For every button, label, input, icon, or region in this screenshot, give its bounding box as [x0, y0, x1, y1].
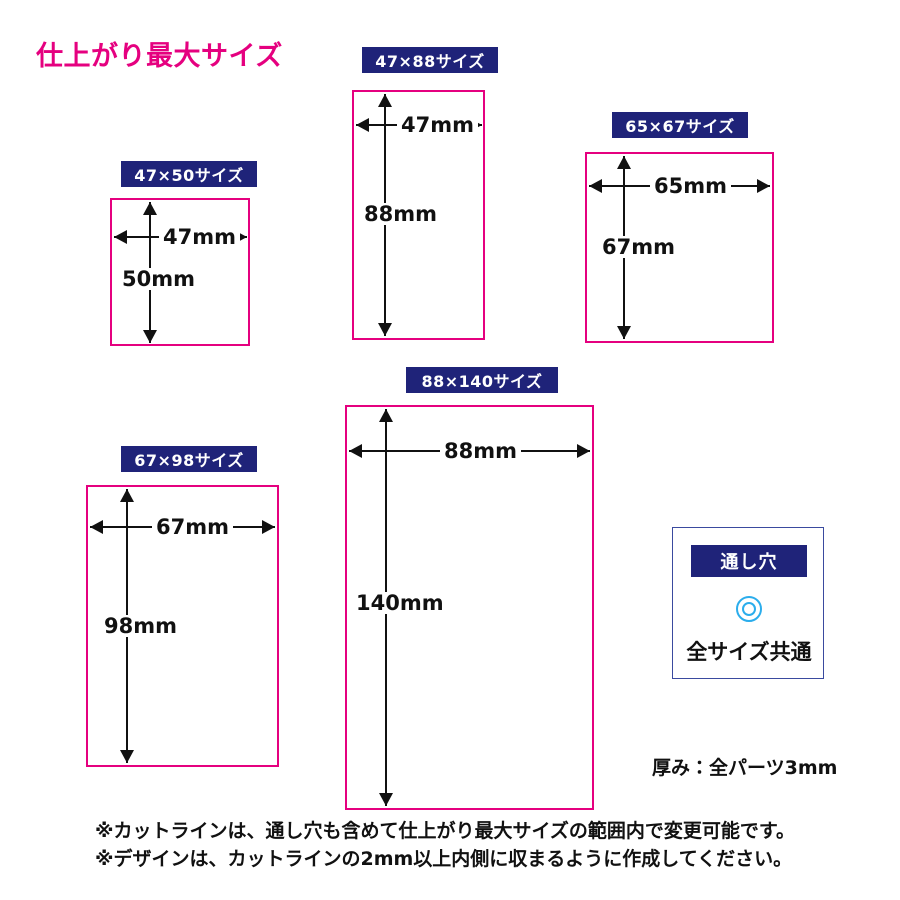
dimension-label-height-67x98: 98mm: [100, 615, 181, 637]
arrow-head-up-icon: [617, 156, 631, 169]
dimension-label-width-47x50: 47mm: [159, 226, 240, 248]
arrow-head-up-icon: [378, 94, 392, 107]
dimension-label-height-88x140: 140mm: [352, 592, 448, 614]
through-hole-icon: [734, 594, 764, 624]
dimension-label-width-88x140: 88mm: [440, 440, 521, 462]
arrow-head-down-icon: [120, 750, 134, 763]
dimension-label-width-47x88: 47mm: [397, 114, 478, 136]
arrow-head-down-icon: [143, 330, 157, 343]
arrow-head-left-icon: [349, 444, 362, 458]
size-badge-47x50: 47×50サイズ: [121, 161, 257, 187]
dimension-label-width-65x67: 65mm: [650, 175, 731, 197]
arrow-head-down-icon: [379, 793, 393, 806]
arrow-head-right-icon: [757, 179, 770, 193]
dimension-label-width-67x98: 67mm: [152, 516, 233, 538]
size-badge-65x67: 65×67サイズ: [612, 112, 748, 138]
thickness-note: 厚み：全パーツ3mm: [652, 757, 838, 779]
arrow-head-right-icon: [262, 520, 275, 534]
size-badge-88x140: 88×140サイズ: [406, 367, 558, 393]
footnote-line-2: ※デザインは、カットラインの2mm以上内側に収まるように作成してください。: [95, 847, 793, 870]
page-title: 仕上がり最大サイズ: [36, 41, 283, 72]
footnotes: ※カットラインは、通し穴も含めて仕上がり最大サイズの範囲内で変更可能です。 ※デ…: [95, 818, 795, 873]
arrow-head-left-icon: [589, 179, 602, 193]
arrow-head-left-icon: [114, 230, 127, 244]
arrow-head-down-icon: [617, 326, 631, 339]
through-hole-caption: 全サイズ共通: [686, 640, 812, 664]
through-hole-badge: 通し穴: [691, 545, 807, 577]
dimension-label-height-65x67: 67mm: [598, 236, 679, 258]
footnote-line-1: ※カットラインは、通し穴も含めて仕上がり最大サイズの範囲内で変更可能です。: [95, 820, 796, 842]
arrow-head-left-icon: [90, 520, 103, 534]
arrow-head-left-icon: [356, 118, 369, 132]
size-badge-67x98: 67×98サイズ: [121, 446, 257, 472]
arrow-head-up-icon: [143, 202, 157, 215]
arrow-head-up-icon: [120, 489, 134, 502]
through-hole-card: 通し穴 全サイズ共通: [672, 527, 824, 679]
arrow-head-right-icon: [577, 444, 590, 458]
dimension-label-height-47x88: 88mm: [360, 203, 441, 225]
dimension-label-height-47x50: 50mm: [118, 268, 199, 290]
size-badge-47x88: 47×88サイズ: [362, 47, 498, 73]
arrow-head-down-icon: [378, 323, 392, 336]
arrow-head-up-icon: [379, 409, 393, 422]
